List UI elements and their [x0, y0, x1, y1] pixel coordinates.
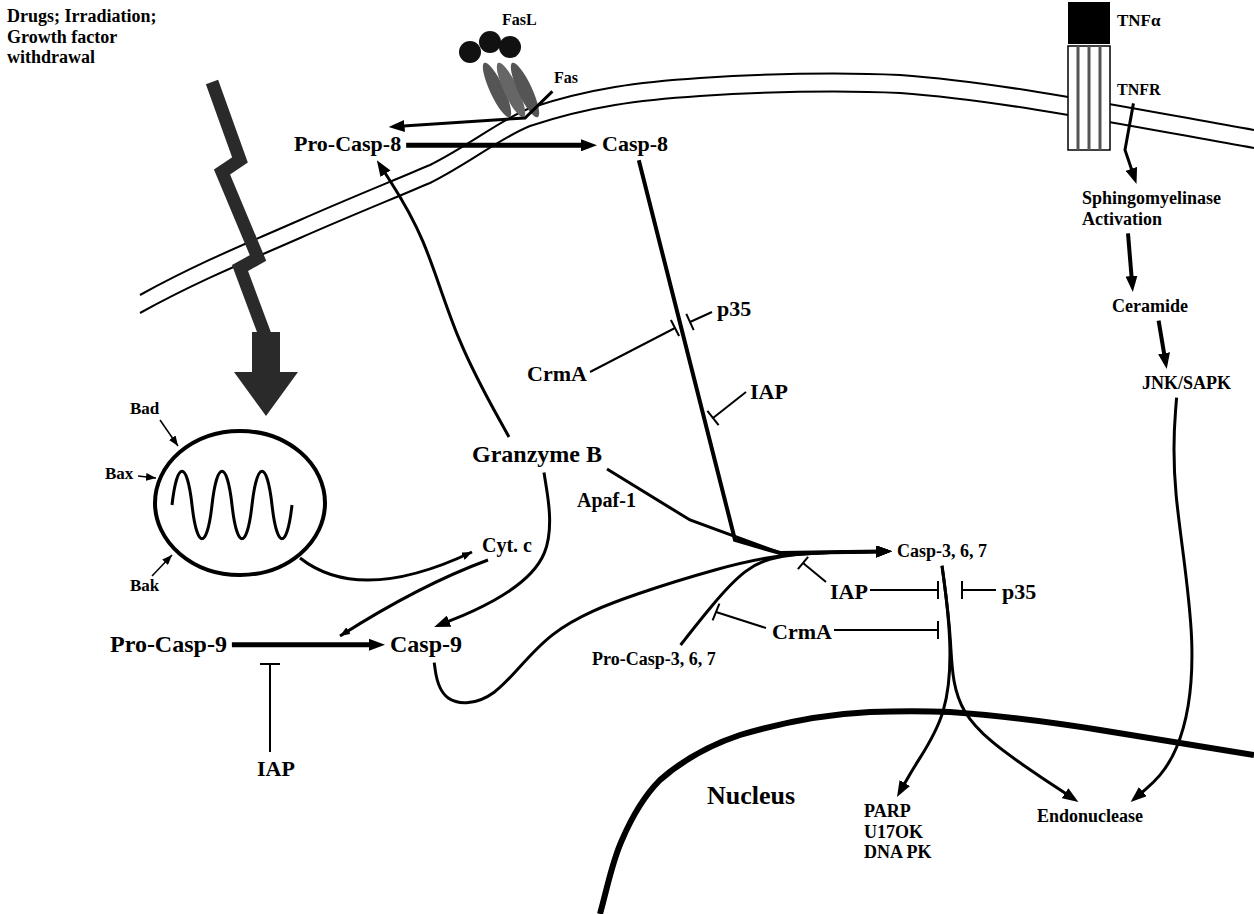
entity-name: Endonuclease — [1037, 806, 1143, 827]
pathway-arrow — [232, 642, 374, 647]
pathway-entity: Granzyme B — [470, 440, 604, 470]
entity-name: JNK/SAPK — [1142, 373, 1231, 394]
fas-receptor — [506, 60, 544, 120]
regulator-arrow — [160, 420, 178, 446]
pathway-arrow — [902, 566, 950, 788]
region-label: Nucleus — [705, 780, 797, 812]
inhibition-bar — [260, 663, 280, 665]
inhibition-bar — [937, 621, 939, 639]
pathway-arrow — [400, 91, 553, 126]
inhibition-bar — [707, 411, 718, 425]
pathway-entity: Ceramide — [1110, 295, 1190, 318]
stimulus-bolt — [212, 82, 265, 335]
pathway-arrow — [1139, 398, 1192, 795]
inhibition-bar — [961, 581, 963, 599]
pathway-arrow — [681, 552, 881, 645]
mitochondrion — [155, 431, 325, 575]
mitochondrion-cristae — [172, 471, 292, 539]
pathway-arrow — [1128, 233, 1132, 281]
pathway-entity: PARP U17OK DNA PK — [862, 800, 951, 864]
pathway-arrow — [406, 143, 586, 148]
inhibitor-label: CrmA — [770, 618, 834, 645]
pathway-arrow — [1125, 103, 1133, 173]
tnf-receptor — [1088, 46, 1091, 150]
pathway-arrow — [942, 566, 1069, 796]
inhibitor-label: IAP — [255, 755, 297, 782]
fasl-ligand — [499, 36, 521, 58]
entity-name: Pro-Casp-8 — [294, 131, 401, 156]
pathway-entity: TNFα — [1115, 10, 1163, 32]
pathway-arrow — [383, 170, 509, 437]
entity-name: Casp-3, 6, 7 — [897, 541, 987, 562]
entity-name: TNFα — [1117, 11, 1161, 31]
entity-name: Pro-Casp-3, 6, 7 — [592, 649, 716, 670]
entity-name: Pro-Casp-9 — [110, 631, 227, 659]
pathway-arrow — [1159, 321, 1165, 358]
entity-name: Casp-9 — [390, 631, 462, 659]
entity-name: Sphingomyelinase Activation — [1082, 188, 1242, 229]
entity-name: PARP U17OK DNA PK — [864, 801, 949, 863]
pathway-entity: Pro-Casp-8 — [292, 130, 403, 157]
pathway-entity: FasL — [500, 10, 539, 30]
inhibition-line — [716, 612, 766, 628]
pathway-entity: Drugs; Irradiation; Growth factor withdr… — [5, 5, 199, 69]
regulator-label: Bax — [103, 463, 135, 485]
stimulus-arrow — [234, 332, 298, 416]
pathway-arrow — [434, 552, 881, 703]
regulator-arrow — [152, 555, 172, 576]
entity-name: Fas — [554, 69, 578, 87]
regulator-label: Bad — [128, 398, 161, 420]
cofactor-label: Cyt. c — [480, 533, 534, 558]
nuclear-envelope — [600, 711, 1254, 914]
inhibitor-label: p35 — [715, 295, 753, 322]
inhibition-bar — [686, 314, 693, 330]
pathway-entity: JNK/SAPK — [1140, 372, 1233, 395]
inhibition-line — [590, 328, 675, 372]
inhibition-bar — [937, 581, 939, 599]
entity-name: Drugs; Irradiation; Growth factor withdr… — [7, 6, 197, 68]
pathway-entity: Casp-3, 6, 7 — [895, 540, 989, 563]
pathway-arrow — [444, 473, 549, 623]
inhibition-line — [803, 563, 826, 582]
tnf-receptor — [1077, 46, 1080, 150]
inhibition-bar — [798, 557, 808, 569]
pathway-arrow — [639, 160, 881, 553]
entity-name: Ceramide — [1112, 296, 1188, 317]
cofactor-label: Apaf-1 — [575, 488, 638, 513]
tnf-receptor — [1068, 46, 1110, 150]
pathway-entity: Sphingomyelinase Activation — [1080, 187, 1244, 230]
pathway-arrow — [607, 469, 881, 553]
inhibitor-label: p35 — [1000, 578, 1038, 605]
inhibition-line — [870, 589, 938, 591]
regulator-arrow — [138, 476, 156, 478]
pathway-entity: Pro-Casp-9 — [108, 630, 229, 660]
entity-name: Casp-8 — [602, 131, 668, 156]
pathway-entity: Endonuclease — [1035, 805, 1145, 828]
pathway-entity: Fas — [552, 68, 580, 88]
inhibitor-label: IAP — [748, 378, 790, 405]
fasl-ligand — [459, 41, 481, 63]
tnf-ligand — [1068, 2, 1110, 44]
tnf-receptor — [1099, 46, 1102, 150]
inhibition-line — [713, 392, 746, 418]
inhibition-line — [962, 589, 996, 591]
pathway-entity: TNFR — [1115, 80, 1163, 100]
regulator-label: Bak — [128, 575, 161, 597]
inhibitor-label: CrmA — [525, 360, 589, 387]
entity-name: TNFR — [1117, 81, 1161, 99]
entity-name: FasL — [502, 11, 537, 29]
activation-arrow — [340, 560, 488, 636]
pathway-entity: Casp-9 — [388, 630, 464, 660]
pathway-entity: Pro-Casp-3, 6, 7 — [590, 648, 718, 671]
fasl-ligand — [479, 31, 501, 53]
inhibitor-label: IAP — [828, 578, 870, 605]
pathway-entity: Casp-8 — [600, 130, 670, 157]
inhibition-line — [690, 312, 712, 322]
entity-name: Granzyme B — [472, 441, 602, 469]
inhibition-line — [834, 629, 938, 631]
inhibition-line — [269, 664, 271, 752]
